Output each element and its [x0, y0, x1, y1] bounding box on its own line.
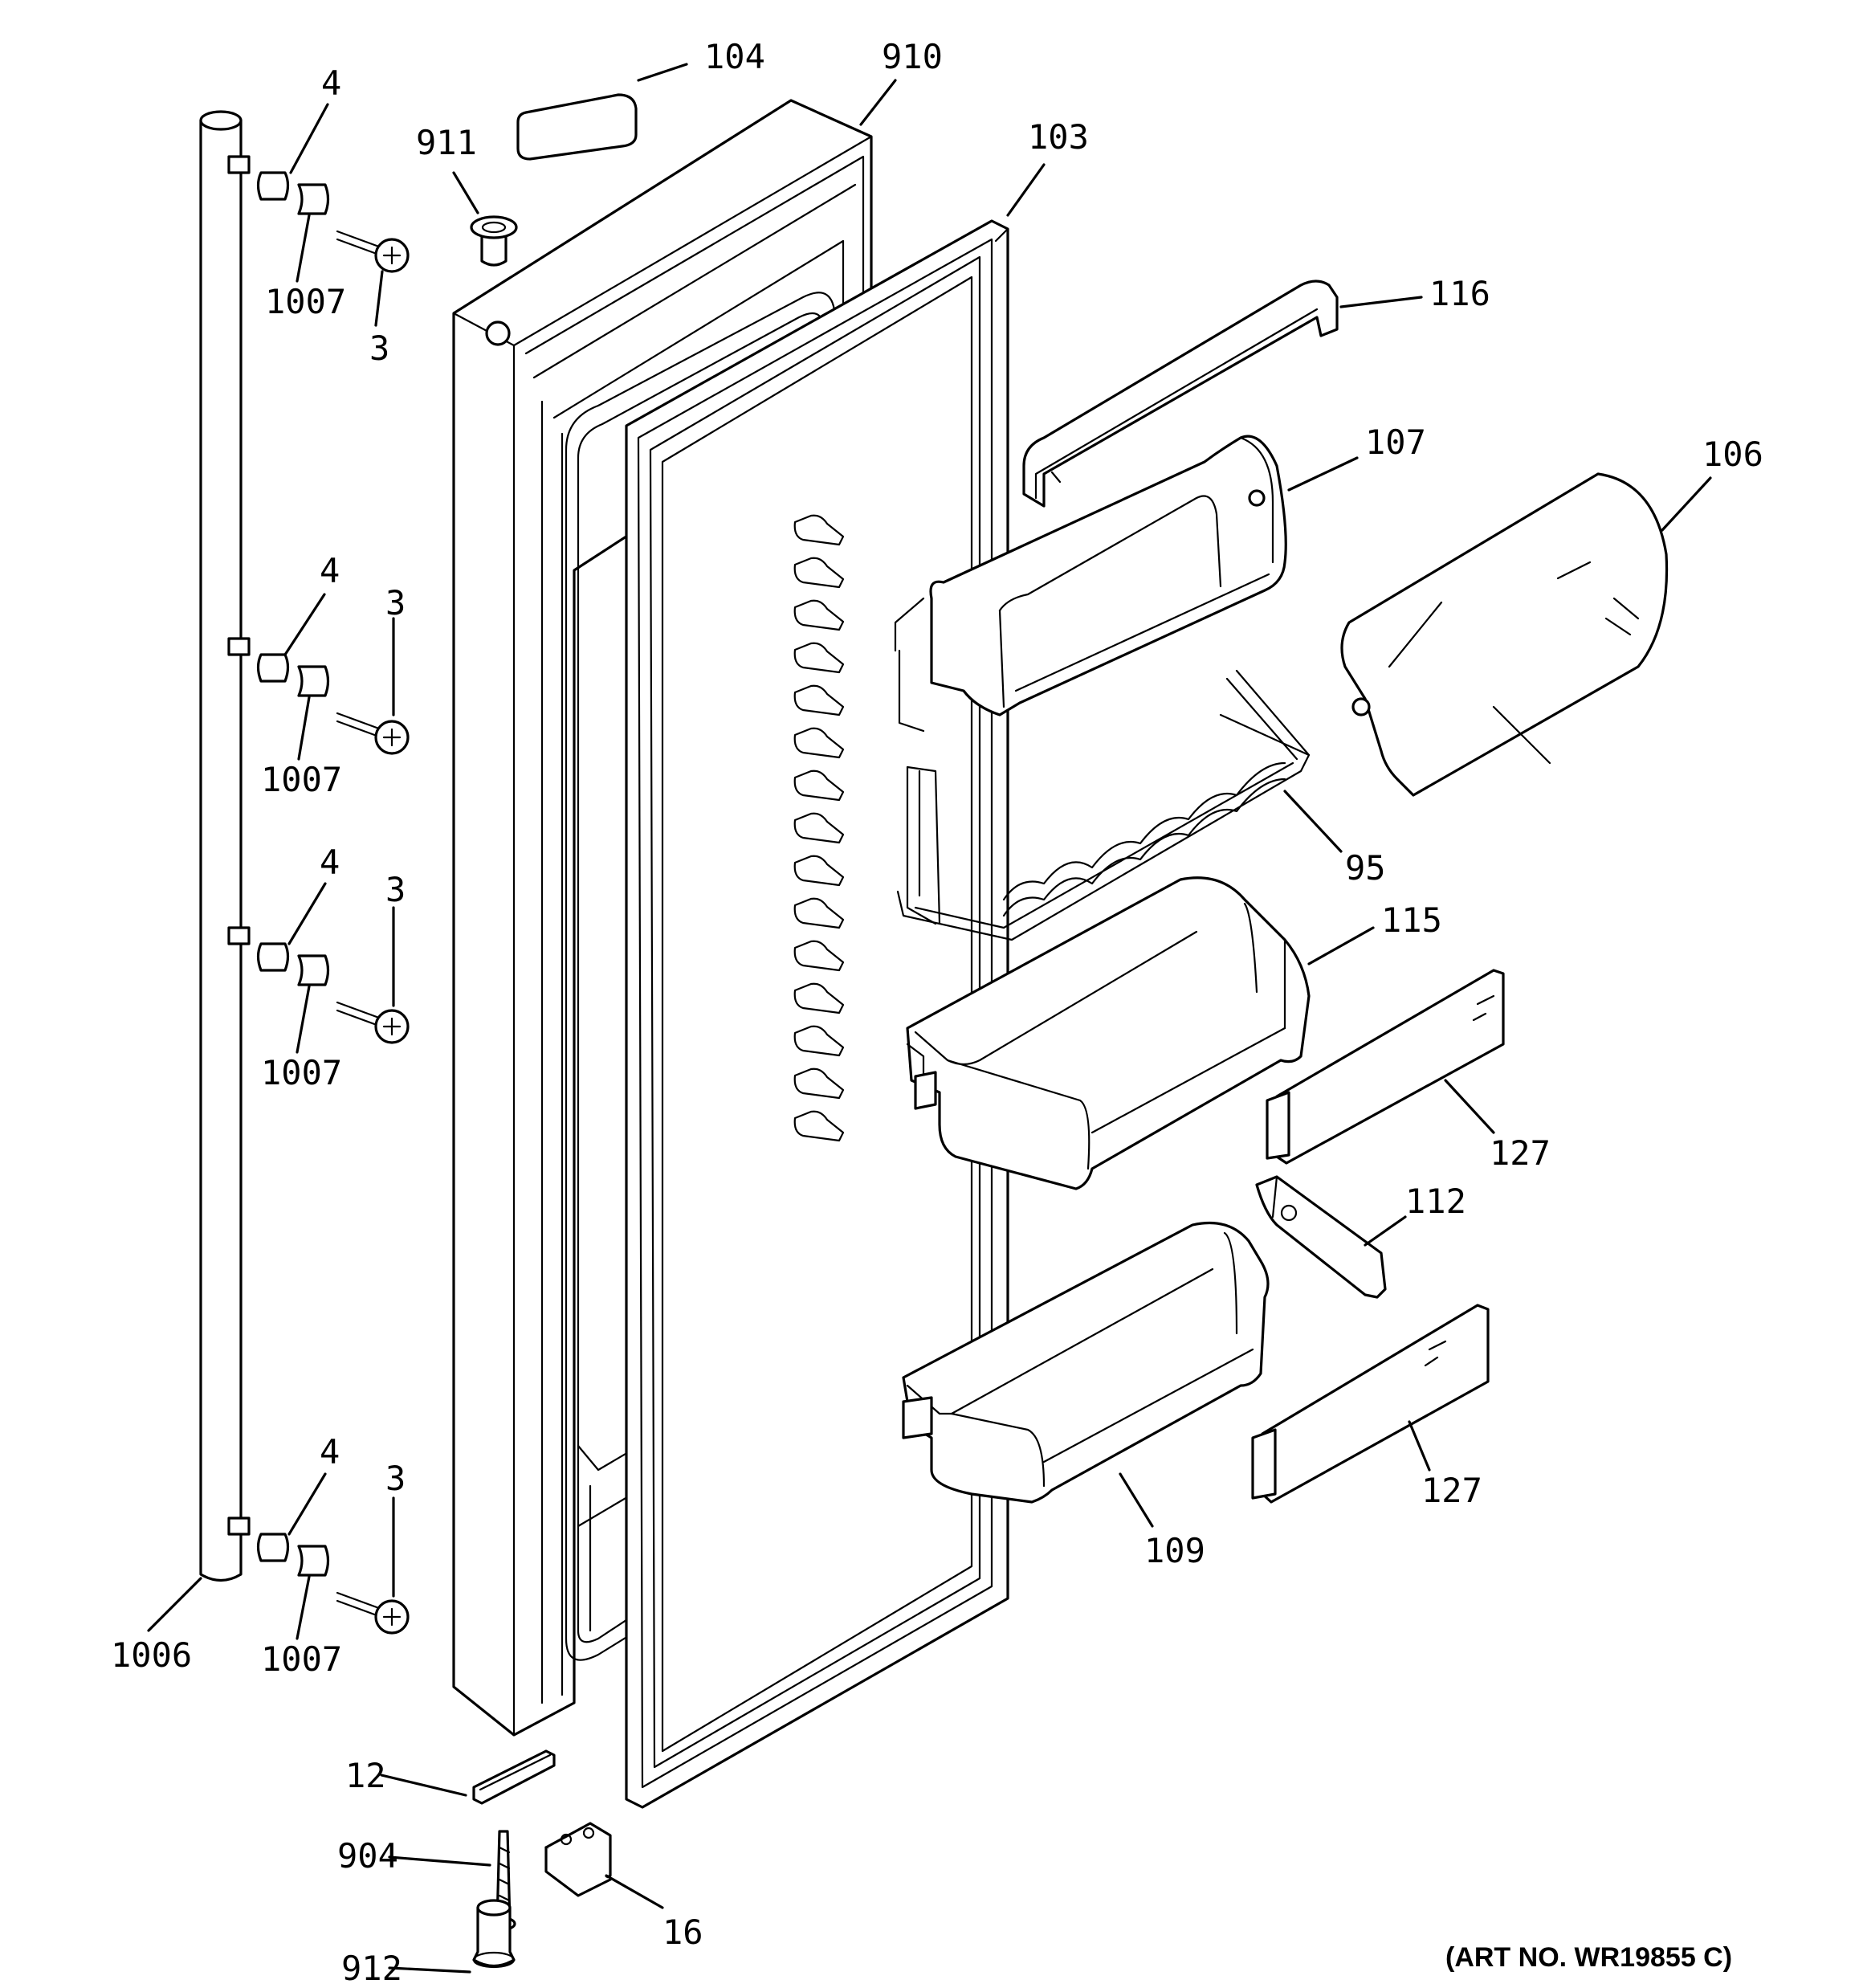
callout-106: 106 [1702, 435, 1763, 474]
shelf-support-ridge [793, 940, 845, 972]
shelf-support-ridge [793, 514, 845, 546]
callout-104: 104 [704, 37, 765, 76]
callout-4-set2: 4 [320, 551, 340, 590]
callout-4-set3: 4 [320, 843, 340, 882]
door-bin-middle [906, 876, 1311, 1190]
callout-107: 107 [1365, 423, 1426, 462]
callout-labels: 104 910 911 103 116 107 106 95 115 127 1… [111, 37, 1763, 1988]
shelf-support-ridges [793, 514, 845, 1142]
callout-4-set1: 4 [321, 63, 341, 103]
callout-904: 904 [337, 1836, 398, 1876]
hinge-hardware-set [227, 1517, 410, 1635]
shelf-bar [1022, 280, 1339, 508]
callout-912: 912 [341, 1949, 402, 1988]
callout-1007-set1: 1007 [265, 282, 346, 321]
shelf-support-ridge [793, 642, 845, 674]
shelf-support-ridge [793, 897, 845, 929]
callout-112: 112 [1405, 1182, 1466, 1221]
callout-1007-set2: 1007 [261, 760, 342, 799]
callout-910: 910 [882, 37, 943, 76]
callout-3-set1: 3 [369, 329, 389, 368]
shelf-support-ridge [793, 1067, 845, 1100]
door-bin-lower [902, 1221, 1270, 1504]
hinge-bushing-bottom [472, 1899, 516, 1969]
shelf-support-ridge [793, 1025, 845, 1057]
callout-115: 115 [1381, 900, 1442, 940]
callout-3-set4: 3 [385, 1459, 406, 1498]
callout-1007-set4: 1007 [261, 1639, 342, 1679]
dairy-cover [1340, 472, 1669, 797]
callout-127-lower: 127 [1421, 1471, 1482, 1510]
hinge-bushing-top [470, 215, 518, 267]
shelf-support-ridge [793, 982, 845, 1014]
callout-16: 16 [662, 1912, 703, 1952]
shelf-support-ridge [793, 1110, 845, 1142]
shelf-support-ridge [793, 855, 845, 887]
shelf-support-ridge [793, 812, 845, 844]
callout-109: 109 [1144, 1531, 1205, 1570]
callout-95: 95 [1345, 848, 1386, 888]
callout-116: 116 [1429, 274, 1490, 313]
bottom-hinge-plate [472, 1749, 556, 1805]
door-bin-trim-lower [1251, 1304, 1490, 1504]
shelf-support-ridge [793, 727, 845, 759]
callout-4-set4: 4 [320, 1432, 340, 1472]
wire-can-rack [896, 669, 1311, 941]
handle-rod [199, 110, 243, 1582]
shelf-support-ridge [793, 769, 845, 802]
top-cap [516, 93, 638, 161]
callout-3-set3: 3 [385, 870, 406, 909]
callout-3-set2: 3 [385, 583, 406, 623]
callout-103: 103 [1028, 117, 1089, 157]
callout-1006: 1006 [111, 1635, 192, 1675]
hinge-hardware-set [227, 637, 410, 755]
door-bin-upper [894, 435, 1287, 733]
bin-end-bracket [1255, 1175, 1387, 1299]
callout-12: 12 [345, 1756, 386, 1795]
shelf-support-ridge [793, 684, 845, 716]
door-bin-trim-upper [1266, 969, 1505, 1165]
callout-1007-set3: 1007 [261, 1053, 342, 1092]
callout-911: 911 [416, 123, 477, 162]
art-number: (ART NO. WR19855 C) [1445, 1942, 1732, 1973]
callout-127-upper: 127 [1490, 1133, 1551, 1173]
hinge-hardware-set [227, 926, 410, 1044]
bottom-hinge-bracket [544, 1822, 612, 1897]
shelf-support-ridge [793, 557, 845, 589]
hinge-hardware-set [227, 155, 410, 273]
shelf-support-ridge [793, 599, 845, 631]
leader-lines [147, 63, 1712, 1974]
